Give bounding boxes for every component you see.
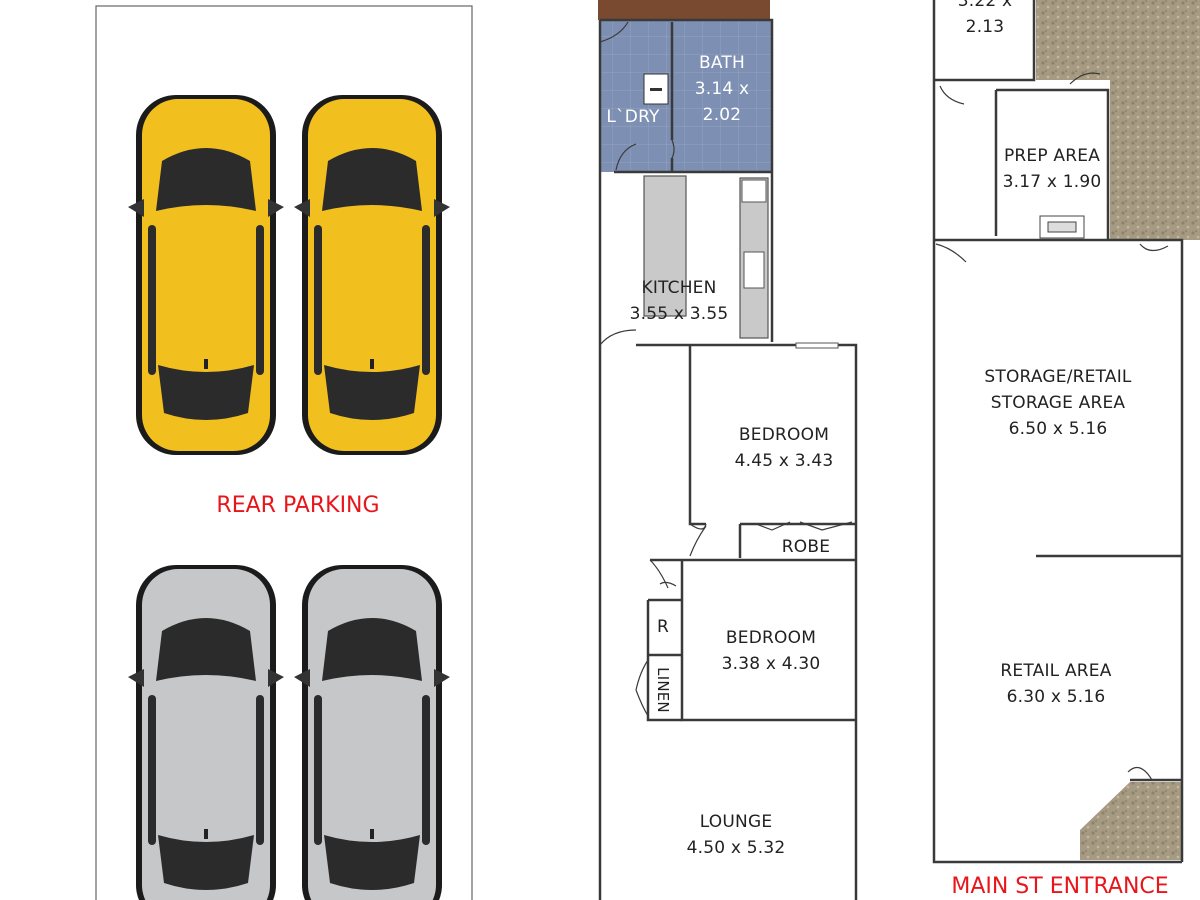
rear-parking-label: REAR PARKING xyxy=(216,493,380,518)
shop-walls xyxy=(932,0,1184,864)
storage-top-label: 3.22 x 2.13 xyxy=(957,0,1013,37)
stone-paving-top xyxy=(1036,0,1200,240)
linen-label: LINEN xyxy=(654,667,672,713)
door-swings-residence xyxy=(599,21,853,717)
main-st-entrance-label: MAIN ST ENTRANCE xyxy=(951,874,1169,899)
bedroom2-label: BEDROOM 3.38 x 4.30 xyxy=(721,628,821,674)
sink-icon xyxy=(743,251,765,289)
lounge-label: LOUNGE 4.50 x 5.32 xyxy=(686,812,786,858)
kitchen-label: KITCHEN 3.55 x 3.55 xyxy=(629,278,729,324)
deck xyxy=(598,0,770,20)
cooktop-icon xyxy=(741,179,767,203)
kitchen-bench xyxy=(643,175,687,317)
bath-label: BATH 3.14 x 2.02 xyxy=(694,53,750,125)
robe-label: ROBE xyxy=(781,537,831,557)
laundry-label: L`DRY xyxy=(606,107,660,127)
stone-paving-entry xyxy=(1080,782,1182,860)
car-yellow-1 xyxy=(128,95,284,455)
storage-retail-label: STORAGE/RETAIL STORAGE AREA 6.50 x 5.16 xyxy=(984,367,1132,439)
car-yellow-2 xyxy=(294,95,450,455)
fridge-label: R xyxy=(656,617,670,637)
wet-area xyxy=(600,20,772,172)
retail-area-label: RETAIL AREA 6.30 x 5.16 xyxy=(1000,661,1112,707)
door-swings-shop xyxy=(935,72,1169,781)
car-silver-1 xyxy=(128,565,284,900)
car-silver-2 xyxy=(294,565,450,900)
prep-area-label: PREP AREA 3.17 x 1.90 xyxy=(1002,146,1102,192)
window xyxy=(795,342,839,349)
residence-walls xyxy=(598,18,858,900)
bedroom1-label: BEDROOM 4.45 x 3.43 xyxy=(734,425,834,471)
